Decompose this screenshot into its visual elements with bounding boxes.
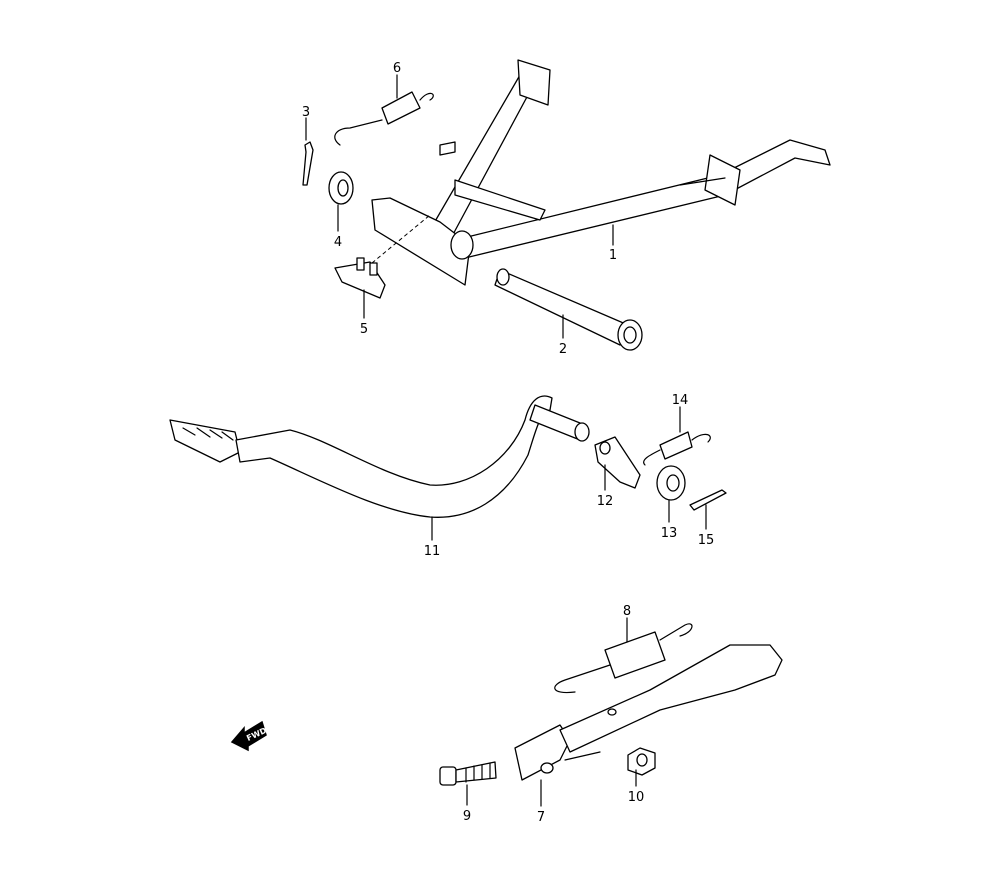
callout-3: 3	[302, 105, 310, 120]
part-center-stand[interactable]	[371, 59, 831, 286]
part-stopper-rubber[interactable]	[334, 214, 431, 299]
callout-10: 10	[628, 790, 645, 805]
callout-14: 14	[672, 393, 689, 408]
leader-lines	[305, 74, 707, 807]
callout-2: 2	[559, 342, 567, 357]
callout-6: 6	[393, 61, 401, 76]
callout-4: 4	[334, 235, 342, 250]
fwd-direction-badge: FWD	[230, 720, 268, 752]
part-bolt[interactable]	[439, 761, 497, 786]
callout-7: 7	[537, 810, 545, 825]
part-pedal-lever[interactable]	[594, 436, 641, 489]
callout-13: 13	[661, 526, 678, 541]
callout-8: 8	[623, 604, 631, 619]
callout-15: 15	[698, 533, 715, 548]
part-washer-13[interactable]	[656, 465, 686, 501]
callout-11: 11	[424, 544, 441, 559]
part-cotter-pin-3[interactable]	[302, 141, 314, 186]
callout-12: 12	[597, 494, 614, 509]
part-return-spring[interactable]	[643, 431, 711, 466]
part-cotter-pin-15[interactable]	[689, 489, 727, 511]
part-side-stand-spring[interactable]	[554, 623, 693, 694]
part-side-stand[interactable]	[514, 644, 783, 781]
callout-1: 1	[609, 248, 617, 263]
part-brake-pedal[interactable]	[169, 395, 590, 518]
callout-9: 9	[463, 809, 471, 824]
part-nut[interactable]	[627, 747, 656, 776]
part-stand-spring[interactable]	[334, 91, 434, 146]
callout-labels: 1 2 3 4 5 6 7 8 9 10 11 12 13 14 15	[302, 61, 714, 825]
part-stand-shaft[interactable]	[494, 268, 643, 351]
part-washer-4[interactable]	[328, 171, 354, 205]
callout-5: 5	[360, 322, 368, 337]
